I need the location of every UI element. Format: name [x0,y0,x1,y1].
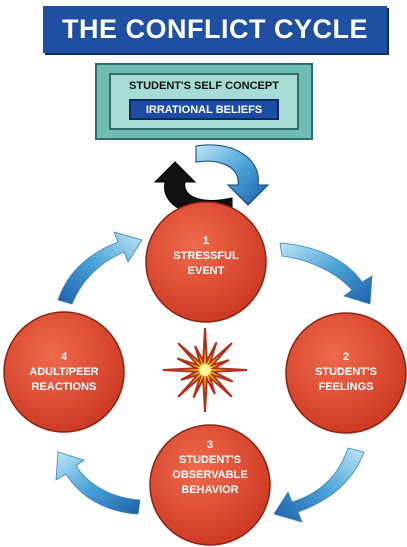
irrational-beliefs-label: IRRATIONAL BELIEFS [145,103,263,116]
node-stressful-event: 1 STRESSFUL EVENT [145,201,267,323]
page-title: THE CONFLICT CYCLE [62,14,368,44]
node-1-number: 1 [203,235,209,247]
arrow-3-to-4-icon [55,451,141,515]
arrow-2-to-3-icon [273,447,365,523]
irrational-beliefs-box: IRRATIONAL BELIEFS [129,99,279,120]
node-1-line2: EVENT [188,265,225,277]
node-3-line3: BEHAVIOR [181,484,238,496]
explosion-star-icon [162,327,248,413]
node-observable-behavior: 3 STUDENT'S OBSERVABLE BEHAVIOR [149,424,271,546]
node-4-number: 4 [61,351,68,363]
node-4-line2: REACTIONS [32,381,97,393]
arrow-4-to-1-icon [57,231,143,305]
node-2-line2: FEELINGS [318,381,373,393]
self-concept-label: STUDENT'S SELF CONCEPT [129,80,279,92]
node-3-number: 3 [207,439,213,451]
arrow-1-to-2-icon [279,242,373,305]
blue-cycle-arrow-icon [195,144,270,206]
node-students-feelings: 2 STUDENT'S FEELINGS [285,312,407,434]
title-banner: THE CONFLICT CYCLE [43,6,387,53]
node-2-line1: STUDENT'S [315,366,377,378]
self-concept-panel: STUDENT'S SELF CONCEPT IRRATIONAL BELIEF… [109,73,299,130]
self-concept-frame: STUDENT'S SELF CONCEPT IRRATIONAL BELIEF… [95,63,313,140]
node-3-line1: STUDENT'S [179,454,241,466]
node-3-line2: OBSERVABLE [172,469,247,481]
node-4-line1: ADULT/PEER [29,366,99,378]
node-1-line1: STRESSFUL [173,250,239,262]
node-2-number: 2 [343,351,349,363]
node-adult-peer-reactions: 4 ADULT/PEER REACTIONS [3,311,125,433]
